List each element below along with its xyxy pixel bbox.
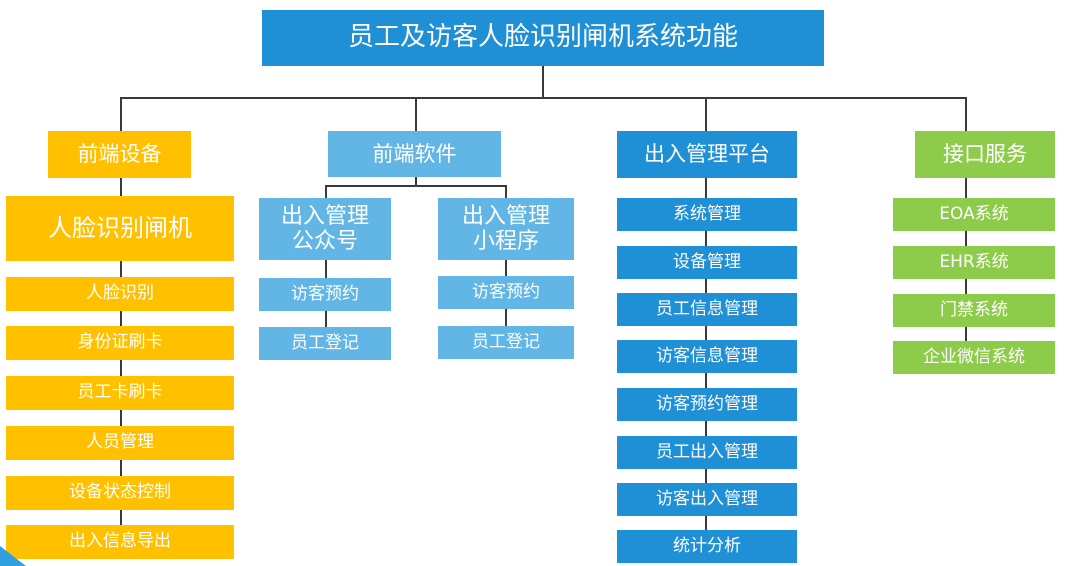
interface-item: 企业微信系统 [893, 341, 1055, 374]
software-item: 访客预约 [438, 276, 574, 309]
device-item: 员工卡刷卡 [6, 376, 234, 410]
platform-item: 员工出入管理 [617, 436, 797, 469]
drop-interface-line [965, 97, 967, 131]
software-mini-program: 出入管理 小程序 [438, 198, 574, 260]
branch-platform: 出入管理平台 [617, 131, 797, 178]
platform-item: 访客预约管理 [617, 388, 797, 421]
branch-bus-line [120, 97, 967, 99]
platform-item: 员工信息管理 [617, 293, 797, 326]
software-official-account: 出入管理 公众号 [259, 198, 391, 260]
software-item: 员工登记 [438, 326, 574, 359]
device-item: 设备状态控制 [6, 476, 234, 510]
branch-interface: 接口服务 [915, 131, 1055, 178]
drop-front-device-line [120, 97, 122, 131]
device-item: 身份证刷卡 [6, 326, 234, 360]
device-item: 出入信息导出 [6, 525, 234, 559]
platform-item: 访客出入管理 [617, 483, 797, 516]
interface-item: EHR系统 [893, 246, 1055, 279]
branch-front-device: 前端设备 [48, 131, 191, 178]
software-stem-line [415, 177, 417, 187]
front-device-spine-line [120, 178, 122, 556]
diagram-title: 员工及访客人脸识别闸机系统功能 [262, 10, 824, 66]
interface-item: 门禁系统 [893, 294, 1055, 327]
drop-front-software-line [415, 97, 417, 131]
software-right-drop-line [505, 185, 507, 198]
interface-item: EOA系统 [893, 198, 1055, 231]
root-stem-line [542, 66, 544, 99]
software-item: 访客预约 [259, 278, 391, 311]
drop-platform-line [705, 97, 707, 131]
branch-front-software: 前端软件 [328, 131, 501, 177]
platform-item: 设备管理 [617, 246, 797, 279]
corner-accent [0, 546, 26, 566]
software-item: 员工登记 [259, 327, 391, 360]
device-item: 人脸识别 [6, 277, 234, 311]
platform-item: 系统管理 [617, 198, 797, 231]
software-split-line [325, 185, 507, 187]
platform-item: 访客信息管理 [617, 340, 797, 373]
device-face-gate: 人脸识别闸机 [6, 196, 234, 261]
software-left-drop-line [325, 185, 327, 198]
device-item: 人员管理 [6, 426, 234, 460]
platform-item: 统计分析 [617, 530, 797, 563]
